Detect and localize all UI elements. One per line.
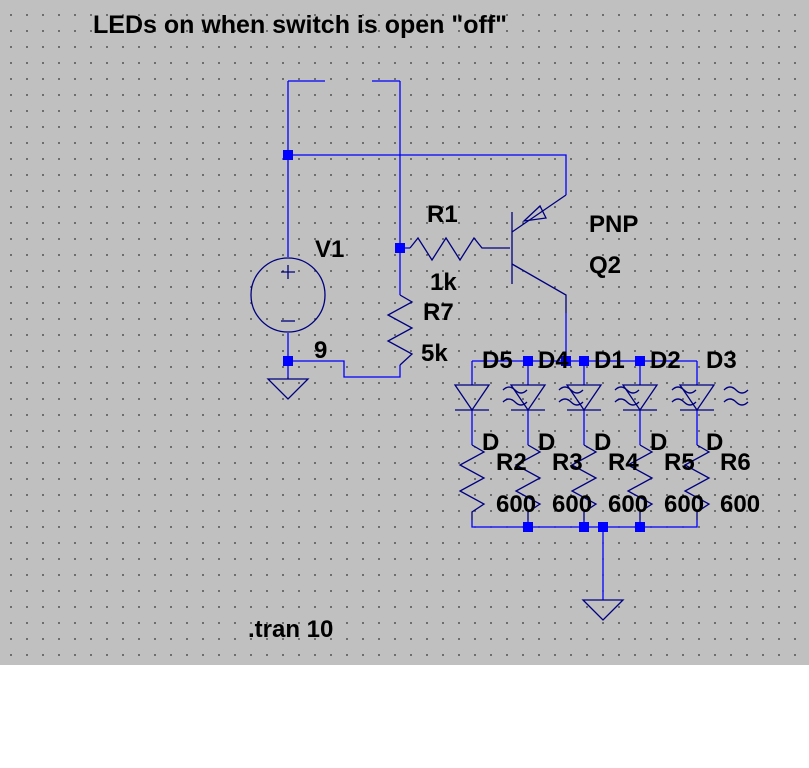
junction <box>579 356 589 366</box>
r2-value-label: 600 <box>496 491 536 518</box>
led-resistor-array[interactable] <box>458 444 711 520</box>
led-d4[interactable] <box>502 384 547 412</box>
junction <box>523 356 533 366</box>
d2-name-label: D2 <box>650 347 681 374</box>
tran-directive[interactable]: .tran 10 <box>248 616 333 643</box>
junction <box>561 356 571 366</box>
light-emission-icon <box>723 386 749 406</box>
light-emission-icon <box>614 386 640 406</box>
diode-triangle <box>621 384 659 412</box>
diode-triangle <box>565 384 603 412</box>
led-d3[interactable] <box>671 384 749 412</box>
d3-name-label: D3 <box>706 347 737 374</box>
d3-model-label: D <box>706 429 723 456</box>
r1-name-label: R1 <box>427 201 458 228</box>
r5-name-label: R5 <box>664 449 695 476</box>
diode-triangle <box>453 384 491 412</box>
r7-value-label: 5k <box>421 340 448 367</box>
ground-symbol-left[interactable] <box>266 377 310 400</box>
junction <box>635 356 645 366</box>
d1-model-label: D <box>594 429 611 456</box>
diode-triangle <box>509 384 547 412</box>
d4-name-label: D4 <box>538 347 569 374</box>
r4-value-label: 600 <box>608 491 648 518</box>
junction <box>395 243 405 253</box>
d5-name-label: D5 <box>482 347 513 374</box>
schematic-drawing[interactable]: LEDs on when switch is open "off" .tran … <box>0 0 809 665</box>
q2-pnp-transistor[interactable] <box>511 194 567 313</box>
d4-model-label: D <box>538 429 555 456</box>
resistor-r5[interactable] <box>626 444 654 520</box>
q2-emitter-arrow <box>522 204 547 222</box>
resistor-r4[interactable] <box>570 444 598 520</box>
junction <box>579 522 589 532</box>
ground-symbol-right[interactable] <box>581 599 625 621</box>
resistor-r3[interactable] <box>514 444 542 520</box>
junction <box>283 356 293 366</box>
wires[interactable] <box>287 80 698 600</box>
r1-value-label: 1k <box>430 269 457 296</box>
v1-voltage-source[interactable] <box>250 257 326 333</box>
q2-collector-lead <box>511 263 567 313</box>
resistor-r6[interactable] <box>683 444 711 520</box>
schematic-title: LEDs on when switch is open "off" <box>93 11 507 39</box>
junction <box>523 522 533 532</box>
d2-model-label: D <box>650 429 667 456</box>
led-d2[interactable] <box>614 384 659 412</box>
r7-resistor[interactable] <box>386 294 414 366</box>
r4-name-label: R4 <box>608 449 639 476</box>
r6-value-label: 600 <box>720 491 760 518</box>
v1-value-label: 9 <box>314 337 327 364</box>
r3-name-label: R3 <box>552 449 583 476</box>
r2-name-label: R2 <box>496 449 527 476</box>
led-array[interactable] <box>453 384 749 412</box>
light-emission-icon <box>671 386 697 406</box>
resistor-r2[interactable] <box>458 444 486 520</box>
d1-name-label: D1 <box>594 347 625 374</box>
r5-value-label: 600 <box>664 491 704 518</box>
junctions <box>283 150 645 532</box>
r6-name-label: R6 <box>720 449 751 476</box>
q2-name-label: Q2 <box>589 252 621 279</box>
light-emission-icon <box>558 386 584 406</box>
v1-name-label: V1 <box>315 236 344 263</box>
wire-r7-bottom[interactable] <box>288 360 401 378</box>
r1-resistor[interactable] <box>409 236 510 262</box>
junction <box>283 150 293 160</box>
r7-name-label: R7 <box>423 299 454 326</box>
light-emission-icon <box>502 386 528 406</box>
junction <box>598 522 608 532</box>
plus-sign <box>281 265 295 279</box>
led-d1[interactable] <box>558 384 603 412</box>
diode-triangle <box>678 384 716 412</box>
q2-type-label: PNP <box>589 211 638 238</box>
junction <box>635 522 645 532</box>
led-d5[interactable] <box>453 384 491 412</box>
d5-model-label: D <box>482 429 499 456</box>
q2-emitter-lead <box>511 194 567 233</box>
r3-value-label: 600 <box>552 491 592 518</box>
wire-to-emitter[interactable] <box>288 154 567 195</box>
